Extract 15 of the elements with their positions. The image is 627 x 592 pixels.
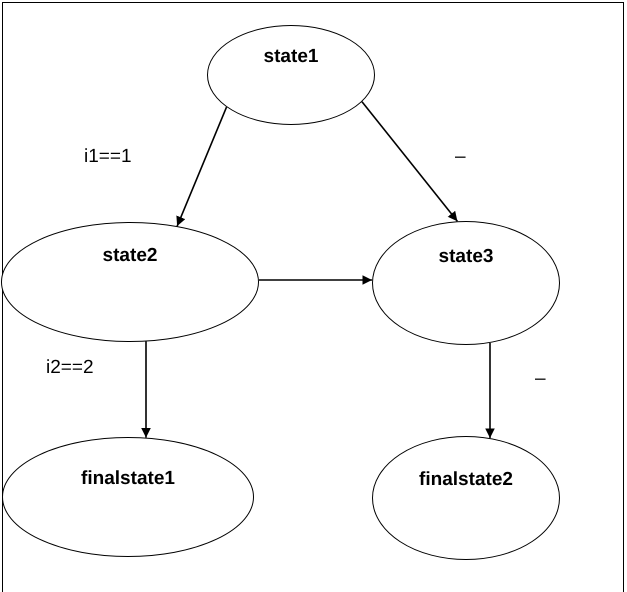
state-name: finalstate2 xyxy=(419,469,513,491)
state-ellipse xyxy=(1,222,259,342)
state-ellipse xyxy=(207,25,375,125)
state-ellipse xyxy=(372,436,560,560)
state-name: state2 xyxy=(102,245,158,267)
arrow xyxy=(258,275,372,285)
state-name: state3 xyxy=(438,246,494,268)
arrow xyxy=(141,342,151,438)
arrow xyxy=(176,106,228,226)
state-name: state1 xyxy=(264,46,318,68)
state-ellipse xyxy=(372,221,560,345)
state-name: finalstate1 xyxy=(81,468,175,490)
arrow xyxy=(485,342,495,438)
state-ellipse xyxy=(2,437,254,557)
arrow xyxy=(361,101,458,222)
